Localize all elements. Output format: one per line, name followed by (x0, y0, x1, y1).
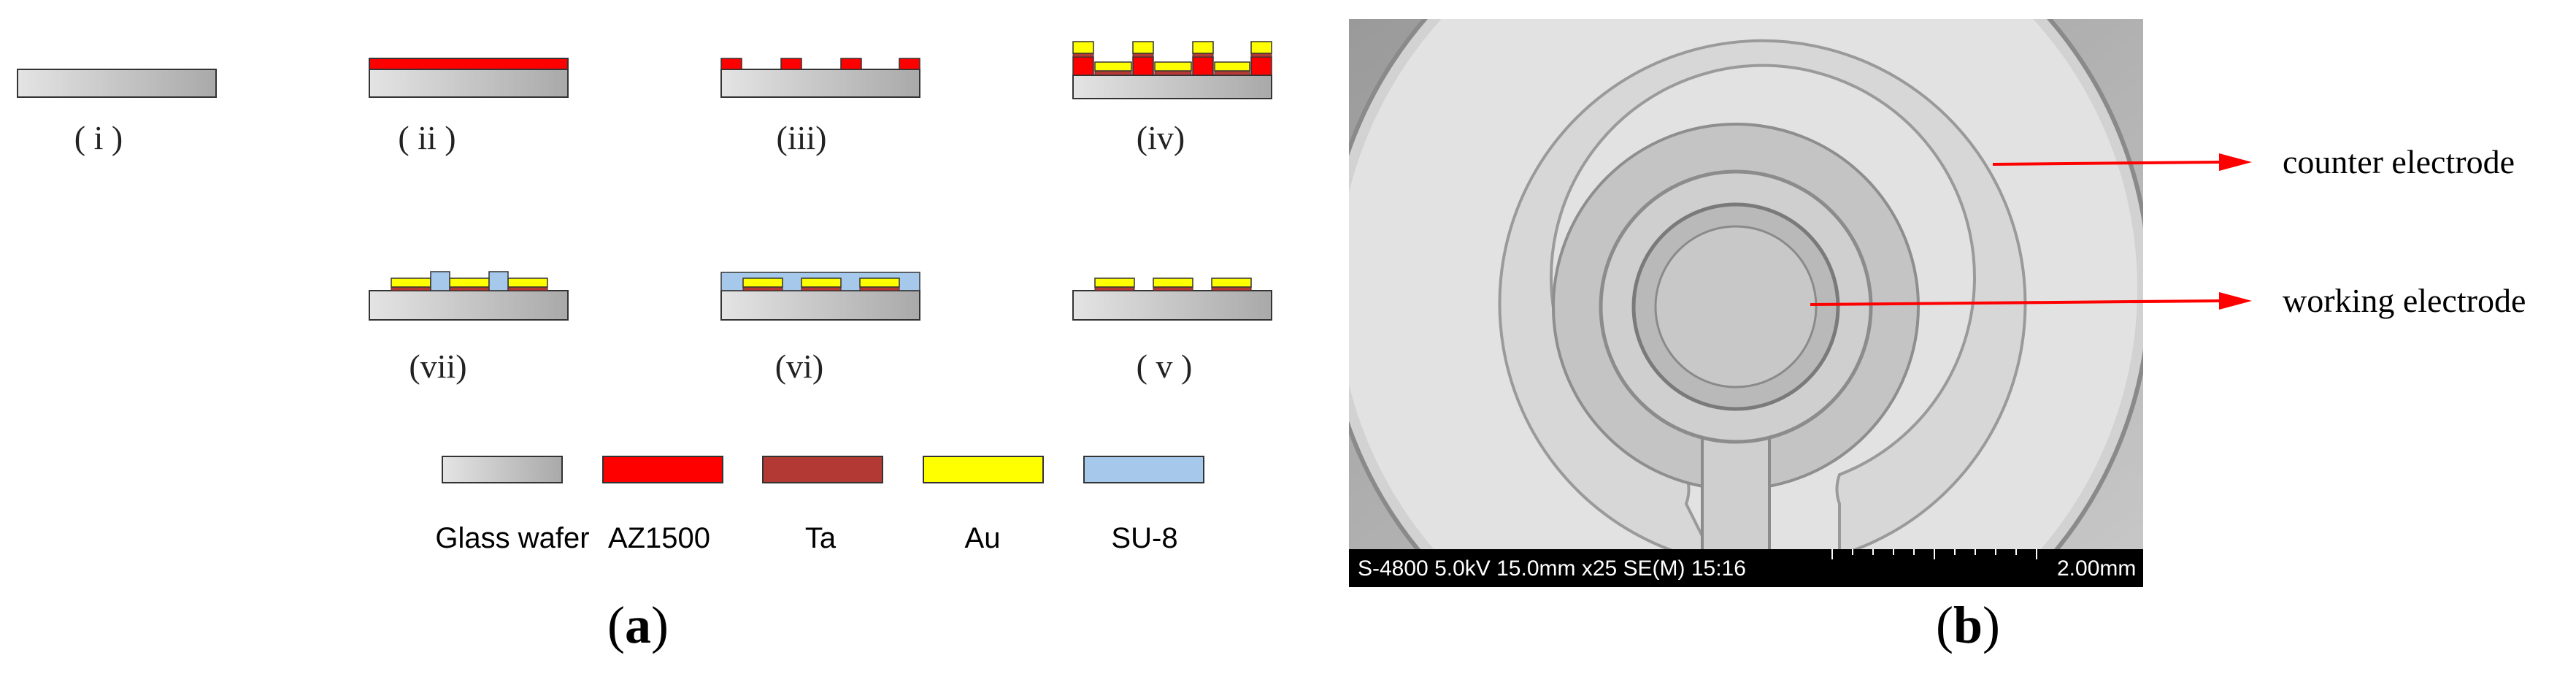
step-label-iv: (iv) (1136, 119, 1185, 156)
au-layer (1132, 41, 1154, 54)
az1500-block (780, 58, 802, 70)
step-label-ii: ( ii ) (398, 119, 456, 156)
au-layer (507, 278, 548, 288)
ta-layer (1094, 70, 1132, 76)
step-iii-diagram (720, 58, 920, 98)
legend-swatch-glass-wafer (442, 456, 563, 483)
glass-wafer (369, 69, 569, 98)
sem-scale-label: 2.00mm (2057, 556, 2137, 581)
au-layer (1214, 61, 1250, 72)
sem-info-text: S-4800 5.0kV 15.0mm x25 SE(M) 15:16 (1358, 556, 1746, 581)
legend-label-ta: Ta (804, 522, 837, 554)
legend-label-glass-wafer: Glass wafer (435, 522, 590, 554)
su8-block (430, 271, 450, 291)
au-layer (742, 278, 783, 288)
panel-letter-b: b (1953, 596, 1983, 654)
ta-layer (1154, 70, 1192, 76)
step-label-i: ( i ) (74, 119, 123, 156)
callout-working-electrode: working electrode (2283, 282, 2526, 319)
working-electrode-arrow (1810, 299, 2220, 306)
step-i-diagram (17, 69, 217, 98)
au-layer (1094, 61, 1132, 72)
step-ii-diagram (369, 58, 569, 98)
step-vi-diagram (720, 272, 920, 321)
legend (442, 456, 1204, 483)
glass-wafer (369, 290, 569, 321)
az1500-block (899, 58, 920, 70)
callout-counter-electrode: counter electrode (2283, 143, 2515, 180)
counter-electrode-arrowhead (2219, 153, 2252, 171)
legend-label-au: Au (964, 522, 1001, 554)
glass-wafer (720, 69, 920, 98)
step-label-iii: (iii) (776, 119, 827, 156)
callout-arrows (1810, 153, 2252, 310)
step-vii-diagram (369, 271, 569, 321)
az1500-block (1250, 56, 1272, 76)
working-electrode-arrowhead (2219, 292, 2252, 310)
su8-block (488, 271, 509, 291)
legend-swatch-ta (762, 456, 883, 483)
au-layer (449, 278, 490, 288)
counter-electrode (1498, 39, 2027, 565)
au-layer (1154, 61, 1192, 72)
au-layer (801, 278, 842, 288)
au-layer (1250, 41, 1272, 54)
az1500-block (1072, 56, 1094, 76)
scale-ticks (1831, 549, 2037, 559)
step-label-v: ( v ) (1136, 348, 1193, 385)
az1500-block (840, 58, 862, 70)
ta-layer (1214, 70, 1250, 76)
step-label-vi: (vi) (774, 348, 824, 385)
au-layer (1211, 278, 1252, 288)
legend-label-az1500: AZ1500 (607, 522, 711, 554)
az1500-layer (369, 58, 569, 70)
au-layer (391, 278, 431, 288)
legend-swatch-su8 (1083, 456, 1204, 483)
legend-swatch-az1500 (602, 456, 723, 483)
legend-label-su8: SU-8 (1111, 522, 1178, 554)
az1500-block (720, 58, 742, 70)
au-layer (1153, 278, 1193, 288)
panel-label-a: (a) (607, 596, 669, 654)
step-label-vii: (vii) (409, 348, 467, 385)
au-layer (1192, 41, 1214, 54)
step-v-diagram (1072, 278, 1272, 321)
sem-info-bar (1349, 549, 2143, 587)
au-layer (1072, 41, 1094, 54)
glass-wafer (1072, 74, 1272, 99)
glass-wafer (1072, 290, 1272, 321)
glass-wafer (17, 69, 217, 98)
az1500-block (1192, 56, 1214, 76)
legend-swatch-au (923, 456, 1044, 483)
panel-label-b: (b) (1936, 596, 2001, 654)
az1500-block (1132, 56, 1154, 76)
counter-electrode-arrow (1992, 161, 2220, 166)
au-layer (859, 278, 900, 288)
panel-letter-a: a (624, 596, 651, 654)
au-layer (1094, 278, 1135, 288)
step-iv-diagram (1072, 41, 1272, 99)
sem-micrograph (1349, 19, 2143, 587)
glass-wafer (720, 290, 920, 321)
